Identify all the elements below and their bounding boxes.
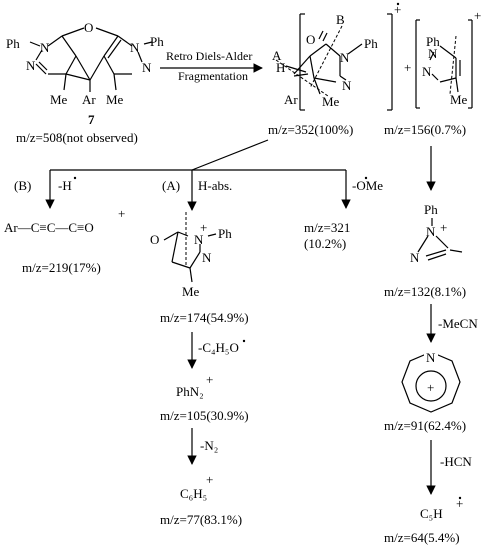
f132-mz: m/z=132(8.1%) [384, 284, 466, 299]
arrow-label-2: Fragmentation [178, 69, 248, 83]
f219-mz: m/z=219(17%) [22, 260, 101, 275]
c7-n-left2: N [26, 58, 36, 73]
loss-n2: -N₂ [200, 438, 218, 453]
f352-charge: + [394, 2, 401, 17]
c7-me-left: Me [50, 92, 68, 107]
f132-n1: N [426, 224, 436, 239]
f352-o: O [306, 32, 315, 47]
f77-mz: m/z=77(83.1%) [160, 512, 242, 527]
f64-formula: C₅H [420, 506, 443, 521]
loss-mecn: -MeCN [438, 316, 478, 331]
f219-formula: Ar—C≡C—C≡O [4, 220, 94, 235]
branch-ome-loss: -OMe [352, 178, 383, 193]
f174-o: O [150, 232, 159, 247]
f174-mz: m/z=174(54.9%) [160, 310, 249, 325]
fragment-352: + O N Ph N Me H Ar A B m/z=352(100%) [268, 2, 401, 137]
branch-a-loss: H-abs. [198, 178, 232, 193]
f174-charge: + [200, 220, 207, 235]
f352-ph: Ph [364, 36, 378, 51]
branch-b-label: (B) [14, 178, 31, 193]
azepinium-ring: N + [401, 350, 461, 413]
f132-charge: + [440, 220, 447, 235]
f156-n2: N [422, 64, 432, 79]
f352-n2: N [342, 78, 352, 93]
f77-formula: C₆H₅ [180, 486, 207, 501]
f352-mz: m/z=352(100%) [268, 122, 353, 137]
f91-mz: m/z=91(62.4%) [384, 418, 466, 433]
c7-ph-right: Ph [150, 34, 164, 49]
arrow-label-1: Retro Diels-Alder [166, 49, 252, 63]
c7-me-right: Me [106, 92, 124, 107]
f174-n2: N [202, 250, 212, 265]
f352-label-b: B [336, 12, 345, 27]
f174-n1: N [194, 232, 204, 247]
f91-charge: + [427, 380, 434, 395]
c7-ar: Ar [82, 92, 96, 107]
f156-charge: + [474, 8, 481, 23]
f352-n1: N [340, 50, 350, 65]
f156-n1: N [428, 46, 438, 61]
f174-me: Me [182, 284, 200, 299]
f352-label-a: A [272, 48, 282, 63]
plus-sign: + [404, 60, 411, 75]
f156-me: Me [450, 92, 468, 107]
f321-mz: m/z=321 [304, 220, 350, 235]
f321-pct: (10.2%) [304, 236, 346, 251]
f64-mz: m/z=64(5.4%) [384, 530, 460, 545]
f105-mz: m/z=105(30.9%) [160, 408, 249, 423]
f105-formula: PhN₂ [176, 384, 204, 399]
fragment-156: + Ph N N Me m/z=156(0.7%) [384, 8, 481, 137]
fragment-174: O N + Ph N Me m/z=174(54.9%) [150, 212, 249, 325]
compound-7-structure: Ph N N O N Ph N Me Ar Me 7 m/z=508(not o… [6, 20, 164, 145]
branch-diagonal [191, 139, 269, 171]
f132-n2: N [410, 250, 420, 265]
c7-o: O [84, 20, 93, 35]
loss-c4h5o: -C₄H₅O [198, 340, 239, 355]
f132-ph: Ph [424, 202, 438, 217]
loss-hcn: -HCN [440, 454, 472, 469]
f105-charge: + [206, 372, 213, 387]
c7-n-right1: N [130, 40, 140, 55]
branch-b-loss: -H [58, 178, 72, 193]
branch-a-label: (A) [162, 178, 180, 193]
f156-mz: m/z=156(0.7%) [384, 122, 466, 137]
f91-n: N [426, 350, 436, 365]
c7-n-right2: N [142, 60, 152, 75]
f64-charge: + [456, 496, 463, 511]
f156-ph: Ph [426, 34, 440, 49]
fragment-132: Ph N + N m/z=132(8.1%) [384, 202, 466, 299]
f352-h: H [276, 60, 285, 75]
f352-me: Me [322, 94, 340, 109]
c7-mz: m/z=508(not observed) [16, 130, 138, 145]
f77-charge: + [206, 472, 213, 487]
f352-ar: Ar [284, 92, 298, 107]
f219-charge: + [118, 206, 125, 221]
c7-n-left1: N [40, 40, 50, 55]
compound-number: 7 [88, 112, 95, 127]
c7-ph-left: Ph [6, 36, 20, 51]
f174-ph: Ph [218, 226, 232, 241]
